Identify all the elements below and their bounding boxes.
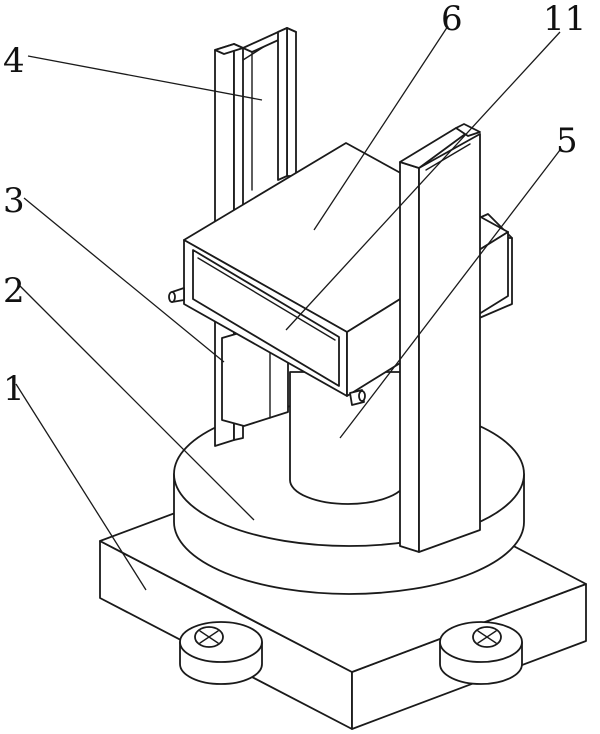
leader-11 — [285, 31, 561, 331]
leader-2 — [19, 285, 255, 521]
leader-3 — [23, 197, 225, 363]
label-1: 1 — [3, 369, 25, 409]
reference-numerals: 4 3 2 1 6 11 5 — [3, 0, 586, 409]
rear-guide-rail — [242, 27, 297, 191]
front-window-panel — [192, 249, 340, 387]
front-upright-rail — [399, 123, 481, 553]
mounting-lug-left — [179, 621, 263, 685]
leader-4 — [27, 55, 263, 101]
label-6: 6 — [441, 0, 463, 39]
label-11: 11 — [543, 0, 586, 39]
leader-1 — [15, 383, 147, 591]
mounting-lug-right — [439, 621, 523, 685]
leader-5 — [339, 149, 561, 439]
label-3: 3 — [3, 181, 25, 221]
label-2: 2 — [3, 271, 25, 311]
label-4: 4 — [3, 41, 25, 81]
label-5: 5 — [556, 121, 578, 161]
leader-6 — [313, 25, 449, 231]
leader-lines — [15, 25, 561, 591]
side-pins — [168, 287, 366, 406]
